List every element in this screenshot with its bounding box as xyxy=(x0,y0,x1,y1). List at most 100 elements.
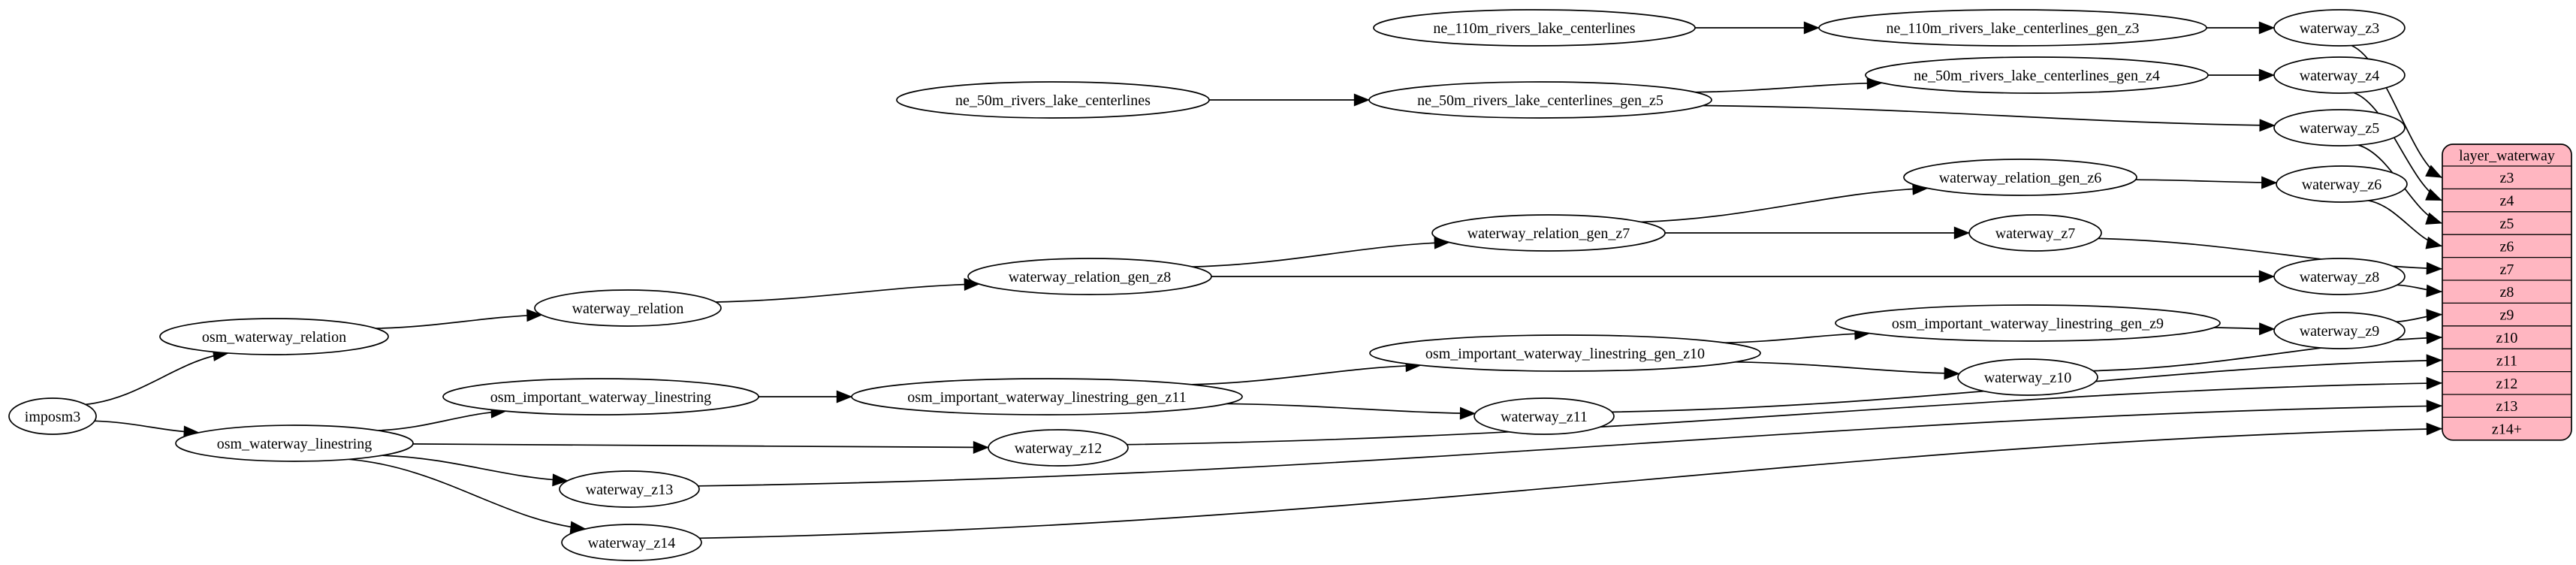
node-waterway_z6: waterway_z6 xyxy=(2276,165,2408,203)
node-osm_waterway_relation: osm_waterway_relation xyxy=(159,318,389,355)
edge-osm_important_waterway_linestring_gen_z10-to-waterway_z10 xyxy=(1735,361,1960,380)
node-ne_50m_rivers_lake_centerlines_gen_z5: ne_50m_rivers_lake_centerlines_gen_z5 xyxy=(1368,81,1712,119)
node-label-osm_waterway_relation: osm_waterway_relation xyxy=(202,329,346,346)
table-row-z3: z3 xyxy=(2500,170,2514,186)
node-label-waterway_z10: waterway_z10 xyxy=(1984,370,2072,386)
node-label-osm_important_waterway_linestring: osm_important_waterway_linestring xyxy=(490,389,711,406)
table-row-z10: z10 xyxy=(2496,330,2518,346)
node-waterway_relation_gen_z6: waterway_relation_gen_z6 xyxy=(1903,159,2137,196)
node-ne_50m_rivers_lake_centerlines: ne_50m_rivers_lake_centerlines xyxy=(896,81,1210,119)
edge-ne_50m_rivers_lake_centerlines_gen_z5-to-ne_50m_rivers_lake_centerlines_gen_z4 xyxy=(1694,77,1884,93)
node-label-waterway_z7: waterway_z7 xyxy=(1995,225,2076,242)
node-waterway_z10: waterway_z10 xyxy=(1957,358,2098,396)
edge-waterway_relation-to-waterway_relation_gen_z8 xyxy=(715,277,980,303)
node-label-osm_important_waterway_linestring_gen_z10: osm_important_waterway_linestring_gen_z1… xyxy=(1425,346,1705,362)
node-waterway_z5: waterway_z5 xyxy=(2273,109,2406,147)
node-osm_important_waterway_linestring_gen_z10: osm_important_waterway_linestring_gen_z1… xyxy=(1369,334,1761,372)
edge-waterway_relation_gen_z6-to-waterway_z6 xyxy=(2135,176,2278,189)
table-row-z12: z12 xyxy=(2496,376,2518,392)
table-row-z11: z11 xyxy=(2496,352,2517,369)
edge-waterway_z14-to-layer_waterway-z14+ xyxy=(699,422,2443,539)
node-waterway_z4: waterway_z4 xyxy=(2273,56,2406,94)
edge-waterway_z9-to-layer_waterway-z9 xyxy=(2396,309,2443,323)
node-ne_50m_rivers_lake_centerlines_gen_z4: ne_50m_rivers_lake_centerlines_gen_z4 xyxy=(1865,56,2209,94)
node-waterway_z3: waterway_z3 xyxy=(2273,9,2406,47)
edge-osm_waterway_relation-to-waterway_relation xyxy=(376,309,543,329)
table-row-z9: z9 xyxy=(2500,307,2514,324)
node-waterway_z9: waterway_z9 xyxy=(2273,312,2406,349)
table-layer_waterway: layer_waterway z3 z4 z5 z6 z7 z8 z9 z10 z11 z12 z13… xyxy=(2442,144,2572,441)
node-label-ne_110m_rivers_lake_centerlines: ne_110m_rivers_lake_centerlines xyxy=(1433,20,1635,37)
node-label-waterway_z4: waterway_z4 xyxy=(2300,68,2380,84)
node-osm_important_waterway_linestring_gen_z9: osm_important_waterway_linestring_gen_z9 xyxy=(1835,304,2221,342)
table-title: layer_waterway xyxy=(2459,148,2555,165)
edge-ne_50m_rivers_lake_centerlines_gen_z5-to-waterway_z5 xyxy=(1703,104,2276,132)
node-waterway_z13: waterway_z13 xyxy=(559,470,700,508)
node-label-waterway_z11: waterway_z11 xyxy=(1501,409,1588,425)
table-row-z8: z8 xyxy=(2500,284,2514,301)
node-label-waterway_z12: waterway_z12 xyxy=(1015,440,1102,457)
node-label-osm_important_waterway_linestring_gen_z9: osm_important_waterway_linestring_gen_z9 xyxy=(1892,316,2164,332)
table-row-z14+: z14+ xyxy=(2492,421,2522,438)
node-osm_important_waterway_linestring_gen_z11: osm_important_waterway_linestring_gen_z1… xyxy=(851,378,1243,415)
node-label-waterway_z5: waterway_z5 xyxy=(2300,120,2380,137)
edge-waterway_z3-to-layer_waterway-z3 xyxy=(2351,44,2442,178)
edges-layer xyxy=(85,21,2443,539)
table-row-z5: z5 xyxy=(2500,216,2514,232)
table-background xyxy=(2442,144,2572,441)
edge-osm_important_waterway_linestring_gen_z11-to-waterway_z11 xyxy=(1226,403,1477,420)
edge-osm_important_waterway_linestring_gen_z10-to-osm_important_waterway_linestring_gen_z9 xyxy=(1724,327,1871,344)
edge-waterway_z12-to-layer_waterway-z12 xyxy=(1127,376,2443,446)
node-label-waterway_z14: waterway_z14 xyxy=(588,535,676,551)
node-waterway_z14: waterway_z14 xyxy=(561,524,702,561)
node-label-waterway_z8: waterway_z8 xyxy=(2300,269,2380,286)
edge-osm_important_waterway_linestring_gen_z9-to-waterway_z9 xyxy=(2213,322,2276,336)
node-osm_waterway_linestring: osm_waterway_linestring xyxy=(175,425,414,462)
edge-osm_important_waterway_linestring_gen_z11-to-osm_important_waterway_linestring_gen_z10 xyxy=(1191,359,1422,385)
edge-waterway_relation_gen_z7-to-waterway_relation_gen_z6 xyxy=(1641,182,1929,223)
edge-waterway_relation_gen_z8-to-waterway_relation_gen_z7 xyxy=(1192,236,1450,267)
edge-imposm3-to-osm_waterway_linestring xyxy=(94,420,200,439)
node-ne_110m_rivers_lake_centerlines_gen_z3: ne_110m_rivers_lake_centerlines_gen_z3 xyxy=(1818,9,2207,47)
table-row-z13: z13 xyxy=(2496,398,2518,415)
node-label-waterway_z13: waterway_z13 xyxy=(586,482,674,498)
node-osm_important_waterway_linestring: osm_important_waterway_linestring xyxy=(442,378,759,415)
table-row-z7: z7 xyxy=(2500,261,2514,278)
edge-waterway_z13-to-layer_waterway-z13 xyxy=(698,400,2443,487)
table-row-z6: z6 xyxy=(2500,238,2514,255)
node-waterway_z7: waterway_z7 xyxy=(1968,214,2102,252)
node-waterway_z11: waterway_z11 xyxy=(1474,397,1615,435)
node-label-waterway_relation_gen_z6: waterway_relation_gen_z6 xyxy=(1939,170,2102,186)
node-waterway_relation_gen_z8: waterway_relation_gen_z8 xyxy=(967,258,1212,295)
edge-waterway_z6-to-layer_waterway-z6 xyxy=(2368,200,2443,249)
node-label-waterway_relation_gen_z8: waterway_relation_gen_z8 xyxy=(1009,269,1172,286)
node-label-waterway_relation_gen_z7: waterway_relation_gen_z7 xyxy=(1467,225,1630,242)
node-ne_110m_rivers_lake_centerlines: ne_110m_rivers_lake_centerlines xyxy=(1373,9,1696,47)
edge-osm_waterway_linestring-to-waterway_z13 xyxy=(382,455,569,487)
node-label-waterway_z6: waterway_z6 xyxy=(2302,177,2382,193)
node-waterway_z12: waterway_z12 xyxy=(988,429,1129,467)
edge-osm_waterway_linestring-to-waterway_z14 xyxy=(348,458,587,534)
node-waterway_relation_gen_z7: waterway_relation_gen_z7 xyxy=(1431,214,1666,252)
node-label-ne_50m_rivers_lake_centerlines_gen_z5: ne_50m_rivers_lake_centerlines_gen_z5 xyxy=(1417,92,1664,109)
edge-osm_waterway_linestring-to-osm_important_waterway_linestring xyxy=(378,405,507,431)
node-label-ne_50m_rivers_lake_centerlines: ne_50m_rivers_lake_centerlines xyxy=(955,92,1151,109)
node-label-waterway_z3: waterway_z3 xyxy=(2300,20,2380,37)
edge-waterway_z8-to-layer_waterway-z8 xyxy=(2397,284,2443,298)
node-imposm3: imposm3 xyxy=(8,397,97,435)
node-label-osm_waterway_linestring: osm_waterway_linestring xyxy=(217,436,373,452)
edge-waterway_z7-to-layer_waterway-z7 xyxy=(2098,237,2443,275)
edge-osm_waterway_linestring-to-waterway_z12 xyxy=(412,440,990,454)
node-label-waterway_relation: waterway_relation xyxy=(572,301,684,317)
node-label-osm_important_waterway_linestring_gen_z11: osm_important_waterway_linestring_gen_z1… xyxy=(907,389,1186,406)
table-row-z4: z4 xyxy=(2500,193,2514,210)
node-label-waterway_z9: waterway_z9 xyxy=(2300,323,2380,340)
node-label-imposm3: imposm3 xyxy=(25,409,80,425)
edge-waterway_z4-to-layer_waterway-z4 xyxy=(2353,92,2442,201)
node-waterway_relation: waterway_relation xyxy=(534,289,722,327)
node-waterway_z8: waterway_z8 xyxy=(2273,258,2406,295)
edge-imposm3-to-osm_waterway_relation xyxy=(85,349,229,406)
node-label-ne_110m_rivers_lake_centerlines_gen_z3: ne_110m_rivers_lake_centerlines_gen_z3 xyxy=(1887,20,2140,37)
